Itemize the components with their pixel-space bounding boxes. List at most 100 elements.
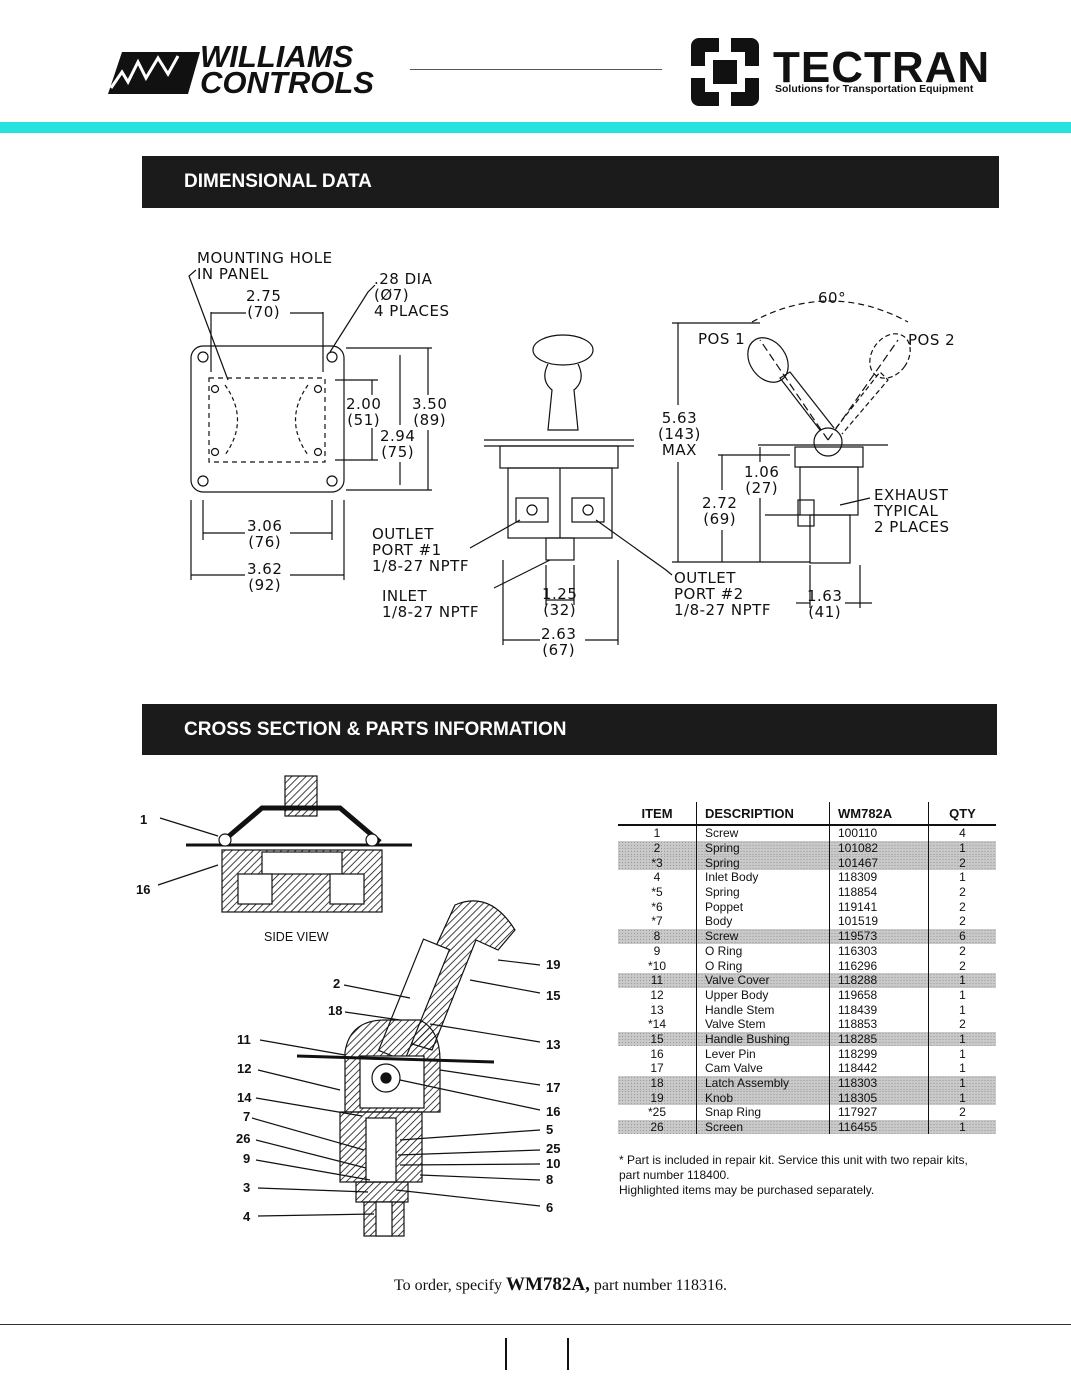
order-model: WM782A, bbox=[505, 1274, 590, 1295]
cell-desc: Spring bbox=[696, 884, 830, 900]
cell-desc: Handle Bushing bbox=[696, 1031, 830, 1047]
cell-desc: Spring bbox=[696, 855, 830, 871]
cell-part: 118439 bbox=[829, 1002, 929, 1017]
dimensional-drawing bbox=[188, 269, 911, 645]
cell-item: *14 bbox=[618, 1016, 697, 1032]
cell-qty: 6 bbox=[928, 928, 996, 944]
footer-tick-right bbox=[567, 1338, 569, 1370]
cell-qty: 1 bbox=[928, 1031, 996, 1047]
williams-brand-line2: CONTROLS bbox=[200, 65, 374, 100]
cell-item: 8 bbox=[618, 928, 697, 944]
cell-qty: 2 bbox=[959, 943, 966, 958]
cell-item: 18 bbox=[618, 1075, 697, 1091]
dim-2-72: 2.72 (69) bbox=[702, 494, 738, 528]
cell-part: 118309 bbox=[829, 870, 929, 885]
callout-1: 1 bbox=[140, 812, 148, 827]
callout-6: 6 bbox=[546, 1200, 554, 1215]
tectran-logo: TECTRAN Solutions for Transportation Equ… bbox=[689, 36, 1011, 108]
parts-table-header: ITEM DESCRIPTION WM782A QTY bbox=[618, 802, 996, 826]
cell-qty: 1 bbox=[928, 972, 996, 988]
footer-rule bbox=[0, 1324, 1071, 1325]
outlet-port-1-label: OUTLET PORT #1 1/8-27 NPTF bbox=[372, 525, 469, 575]
cell-part: 118305 bbox=[829, 1090, 929, 1106]
cell-part: 118285 bbox=[829, 1031, 929, 1047]
cell-item: 9 bbox=[618, 943, 697, 959]
cell-qty: 1 bbox=[928, 1119, 996, 1135]
callout-17: 17 bbox=[546, 1080, 561, 1095]
cell-part: 101519 bbox=[829, 914, 929, 929]
pos1-label: POS 1 bbox=[698, 330, 746, 348]
cell-desc: O Ring bbox=[696, 943, 830, 959]
cell-item: *7 bbox=[618, 914, 697, 929]
footer-tick-left bbox=[505, 1338, 507, 1370]
cell-part: 119658 bbox=[829, 987, 929, 1003]
dim-2-63: 2.63 (67) bbox=[541, 625, 577, 659]
cell-part: 116303 bbox=[829, 943, 929, 959]
cell-qty: 1 bbox=[928, 1090, 996, 1106]
dimensional-data-header: DIMENSIONAL DATA bbox=[142, 156, 999, 208]
callout-19: 19 bbox=[546, 957, 561, 972]
dim-3-50: 3.50 (89) bbox=[412, 395, 448, 429]
williams-controls-logo: WILLIAMS CONTROLS bbox=[108, 41, 393, 100]
cell-item: 16 bbox=[618, 1046, 697, 1061]
cell-qty: 2 bbox=[959, 899, 966, 914]
mounting-hole-label: MOUNTING HOLE IN PANEL bbox=[197, 249, 333, 283]
cell-part: 118288 bbox=[829, 972, 929, 988]
cell-part: 119573 bbox=[829, 928, 929, 944]
cell-item: *6 bbox=[618, 899, 697, 915]
col-qty: QTY bbox=[928, 802, 996, 826]
angle-label: 60° bbox=[818, 289, 847, 307]
callout-13: 13 bbox=[546, 1037, 561, 1052]
cell-desc: Poppet bbox=[696, 899, 830, 915]
cell-item: 17 bbox=[618, 1061, 697, 1076]
cell-qty: 1 bbox=[959, 987, 966, 1002]
cell-item: 1 bbox=[618, 825, 697, 841]
cell-item: 11 bbox=[618, 972, 697, 988]
cell-part: 101467 bbox=[829, 855, 929, 871]
callout-2: 2 bbox=[333, 976, 341, 991]
callout-26: 26 bbox=[236, 1131, 251, 1146]
cell-item: *5 bbox=[618, 884, 697, 900]
cell-desc: Cam Valve bbox=[696, 1061, 830, 1076]
order-suffix: part number 118316. bbox=[589, 1277, 728, 1294]
cell-part: 118854 bbox=[829, 884, 929, 900]
cell-item: 2 bbox=[618, 840, 697, 856]
cell-qty: 2 bbox=[959, 1017, 966, 1032]
cell-item: *25 bbox=[618, 1105, 697, 1120]
cell-part: 118303 bbox=[829, 1075, 929, 1091]
cell-desc: Spring bbox=[696, 840, 830, 856]
callout-7: 7 bbox=[243, 1109, 251, 1124]
cell-item: 26 bbox=[618, 1119, 697, 1135]
cell-desc: Valve Stem bbox=[696, 1016, 830, 1032]
cell-qty: 2 bbox=[959, 885, 966, 900]
cell-part: 101082 bbox=[829, 840, 929, 856]
dim-1-63: 1.63 (41) bbox=[807, 587, 843, 621]
cell-part: 118299 bbox=[829, 1046, 929, 1061]
callout-8: 8 bbox=[546, 1172, 554, 1187]
cell-item: 4 bbox=[618, 870, 697, 885]
callout-10: 10 bbox=[546, 1156, 561, 1171]
col-part-number: WM782A bbox=[829, 802, 929, 826]
outlet-port-2-label: OUTLET PORT #2 1/8-27 NPTF bbox=[674, 569, 771, 619]
cell-qty: 4 bbox=[959, 826, 966, 841]
note-line-1: * Part is included in repair kit. Servic… bbox=[619, 1153, 968, 1167]
cell-item: 19 bbox=[618, 1090, 697, 1106]
callout-4: 4 bbox=[243, 1209, 251, 1224]
side-view-label: SIDE VIEW bbox=[264, 930, 329, 944]
callout-14: 14 bbox=[237, 1090, 252, 1105]
cell-desc: Body bbox=[696, 914, 830, 929]
cell-qty: 1 bbox=[928, 1075, 996, 1091]
